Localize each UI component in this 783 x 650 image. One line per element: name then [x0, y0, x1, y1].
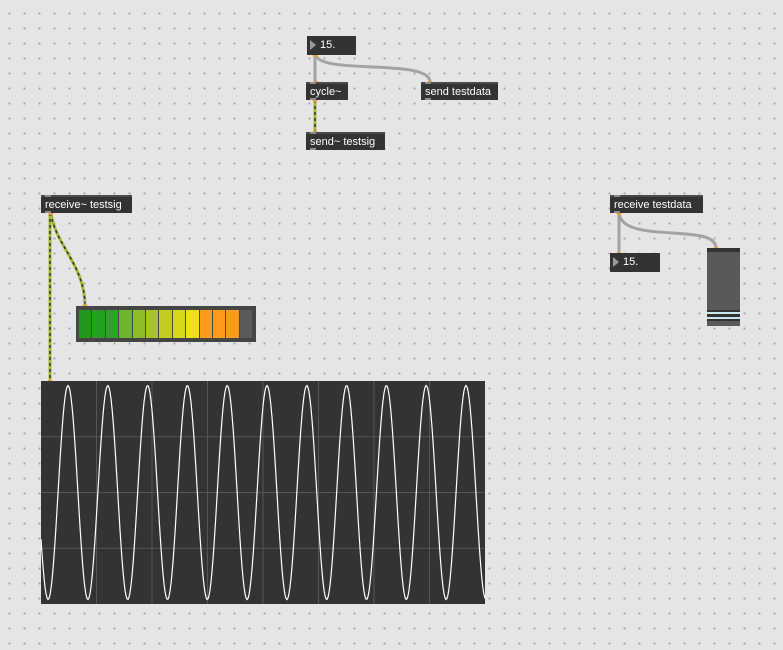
object-label: receive testdata	[614, 199, 692, 211]
meter-segment	[239, 310, 253, 338]
scope-waveform	[40, 384, 486, 601]
level-meter[interactable]	[76, 306, 256, 342]
send-testdata-object[interactable]: send testdata	[421, 82, 498, 100]
send-testsig-object[interactable]: send~ testsig	[306, 132, 385, 150]
meter-segment	[186, 310, 199, 338]
cord-receive-to-meter	[49, 212, 87, 307]
receive-testsig-object[interactable]: receive~ testsig	[41, 195, 132, 213]
meter-segment	[79, 310, 92, 338]
meter-segment	[132, 310, 145, 338]
slider-knob[interactable]	[707, 310, 740, 321]
meter-segment	[199, 310, 212, 338]
number-box-value: 15.	[320, 39, 336, 51]
receive-testdata-object[interactable]: receive testdata	[610, 195, 703, 213]
meter-segment	[226, 310, 239, 338]
vertical-slider[interactable]	[707, 248, 740, 326]
object-label: receive~ testsig	[45, 199, 122, 211]
slider-top-bar	[707, 248, 740, 252]
object-label: cycle~	[310, 86, 342, 98]
cycle-object[interactable]: cycle~	[306, 82, 348, 100]
oscilloscope[interactable]	[40, 381, 486, 604]
meter-segment	[105, 310, 119, 338]
scope-display	[40, 381, 486, 604]
meter-segment	[145, 310, 159, 338]
number-box-arrow-icon	[310, 40, 316, 50]
meter-segment	[159, 310, 172, 338]
cord-number-to-send-testdata	[314, 54, 432, 83]
meter-segment	[119, 310, 132, 338]
cord-receive-to-slider	[617, 212, 718, 249]
number-box-top[interactable]: 15.	[307, 36, 356, 55]
meter-segment	[212, 310, 226, 338]
number-box-arrow-icon	[613, 257, 619, 267]
number-box-value: 15.	[623, 256, 639, 268]
object-label: send testdata	[425, 86, 492, 98]
meter-segment	[92, 310, 105, 338]
number-box-right[interactable]: 15.	[610, 253, 660, 272]
object-label: send~ testsig	[310, 136, 376, 148]
meter-segment	[172, 310, 186, 338]
